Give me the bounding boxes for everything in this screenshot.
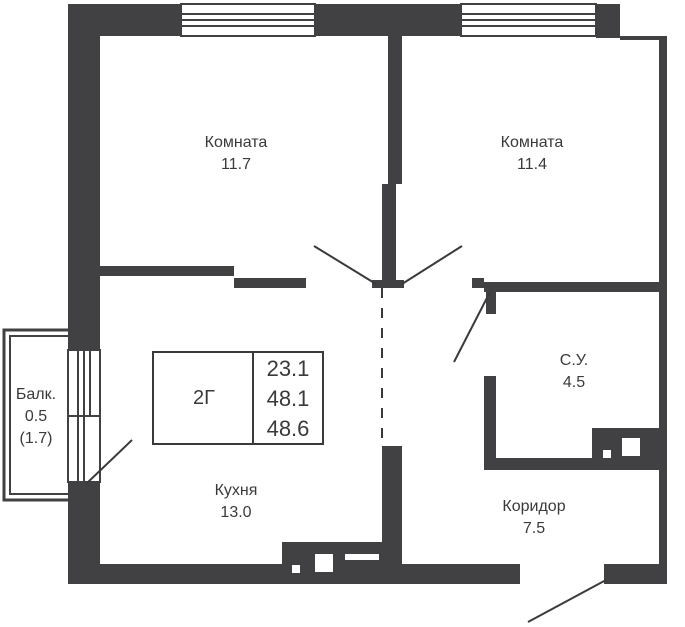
window-balcony [67,349,101,483]
door-balcony [85,439,133,485]
room-name: С.У. [559,352,589,369]
room-area: 0.5 [24,408,48,425]
wall-room1-bottom [100,266,234,276]
riser-squares [292,438,640,573]
room-name: Коридор [502,498,566,515]
room-name: Кухня [214,482,258,499]
door-entry [527,579,607,623]
room-area: 11.4 [517,156,547,173]
apartment-info-table [152,351,324,445]
outer-walls [68,4,667,584]
interior-walls [100,36,659,566]
wall-bath-bottom [484,458,659,470]
wall-room-divider [388,36,402,184]
wall-door-stub [372,280,404,288]
room-area: 13.0 [220,504,252,521]
wall-bottom-left [68,564,520,584]
wall-left-upper [68,4,100,350]
wall-top-middle [315,4,461,36]
room-area-coefficient: (1.7) [19,430,53,447]
room-label-corridor: Коридор 7.5 [502,496,565,540]
wall-room1-bottom-b [234,278,306,288]
room-name: Комната [204,134,268,151]
wall-bath-top [472,278,484,288]
window-left [180,3,316,37]
room-label-balcony: Балк. 0.5 (1.7) [16,384,56,450]
room-name: Балк. [15,386,57,403]
wall-bath-post [486,288,496,314]
door-lines [85,245,607,623]
apartment-area-total: 48.1 [266,386,310,411]
wall-right-upper-step [596,4,620,38]
room-name: Комната [500,134,564,151]
apartment-area-living: 23.1 [266,356,310,381]
wall-room-divider-lower [382,184,396,288]
window-right [460,3,597,37]
room-area: 7.5 [522,520,546,537]
door-room2 [401,245,463,285]
apartment-area-with-balcony: 48.6 [266,416,310,441]
room-label-kitchen: Кухня 13.0 [215,480,258,524]
wall-kitchen-right [382,446,402,566]
wall-bottom-right [604,564,667,584]
wall-bath-top-long [484,282,659,292]
room-area: 4.5 [562,374,586,391]
wall-bath-left [484,376,496,470]
room-label-bathroom: С.У. 4.5 [560,350,588,394]
balcony-outline [2,328,68,502]
room-label-room1: Комната 11.7 [205,132,268,176]
apartment-type: 2Г [193,386,215,409]
room-label-room2: Комната 11.4 [501,132,564,176]
wall-right [659,36,667,580]
room-area: 11.7 [221,156,251,173]
door-room1 [313,245,377,285]
door-bath [453,291,491,363]
apartment-areas: 23.1 48.1 48.6 [255,356,321,442]
wall-right-corner [620,36,665,40]
